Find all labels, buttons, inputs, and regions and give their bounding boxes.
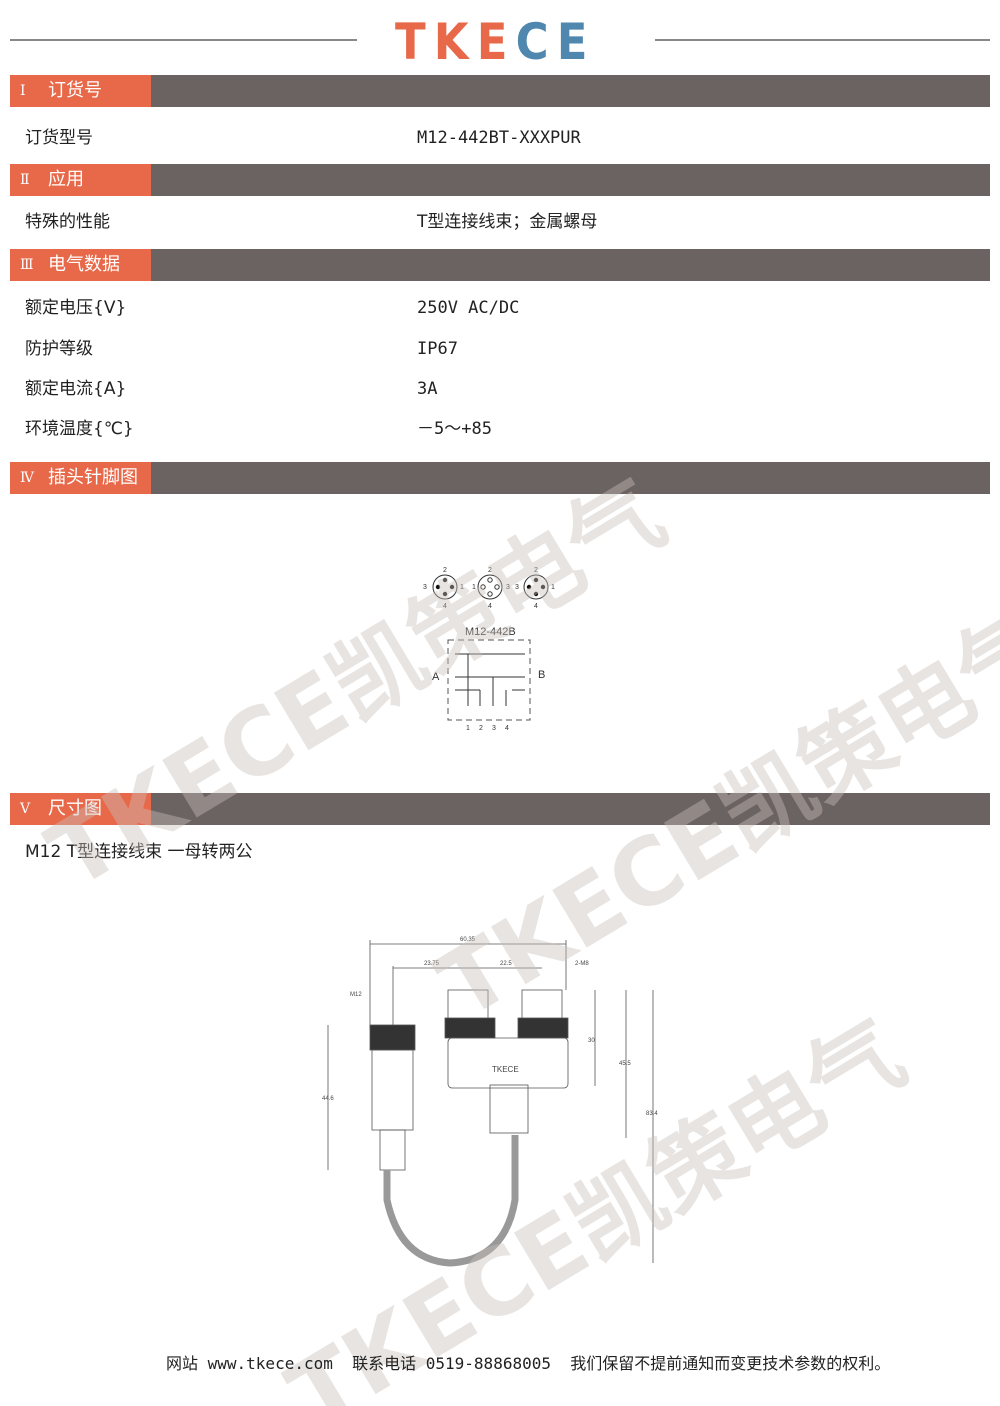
svg-text:1: 1 bbox=[466, 725, 470, 732]
svg-text:4: 4 bbox=[505, 725, 509, 732]
svg-text:M12: M12 bbox=[350, 992, 362, 998]
order-key: 订货型号 bbox=[25, 128, 93, 148]
svg-text:45.5: 45.5 bbox=[619, 1061, 631, 1067]
svg-text:1: 1 bbox=[551, 584, 555, 591]
svg-text:B: B bbox=[538, 669, 545, 681]
temperature-value: －5～+85 bbox=[417, 419, 492, 439]
svg-text:1: 1 bbox=[472, 584, 476, 591]
voltage-value: 250V AC/DC bbox=[417, 298, 520, 318]
header-rule-right bbox=[655, 39, 990, 41]
application-key: 特殊的性能 bbox=[25, 212, 110, 232]
svg-text:3: 3 bbox=[506, 584, 510, 591]
voltage-key: 额定电压{V} bbox=[25, 298, 127, 318]
brand-logo: TKECE bbox=[395, 13, 596, 71]
svg-text:2: 2 bbox=[443, 567, 447, 574]
connector-face-a bbox=[432, 574, 458, 600]
footer-contact: 网站 www.tkece.com 联系电话 0519-88868005 我们保留… bbox=[166, 1354, 891, 1373]
dimension-drawing: 60.35 23.75 22.5 2-M8 M12 44.6 30 45.5 8… bbox=[322, 937, 658, 1267]
connector-face-b bbox=[523, 574, 549, 600]
svg-text:3: 3 bbox=[423, 584, 427, 591]
svg-text:3: 3 bbox=[492, 725, 496, 732]
svg-text:4: 4 bbox=[488, 603, 492, 610]
header-rule-left bbox=[10, 39, 357, 41]
svg-text:3: 3 bbox=[515, 584, 519, 591]
protection-key: 防护等级 bbox=[25, 339, 93, 359]
svg-text:1: 1 bbox=[460, 584, 464, 591]
connector-face-female bbox=[477, 574, 503, 600]
svg-text:83.4: 83.4 bbox=[646, 1111, 658, 1117]
temperature-key: 环境温度{℃} bbox=[25, 419, 134, 439]
svg-text:60.35: 60.35 bbox=[460, 937, 476, 943]
svg-text:22.5: 22.5 bbox=[500, 961, 512, 967]
svg-text:4: 4 bbox=[534, 603, 538, 610]
pinout-diagram: 2 3 1 4 2 1 3 4 2 3 1 4 M12-442B A B 1 2 3 4 bbox=[423, 567, 555, 732]
svg-text:2-M8: 2-M8 bbox=[575, 961, 589, 967]
current-key: 额定电流{A} bbox=[25, 379, 127, 399]
svg-text:44.6: 44.6 bbox=[322, 1096, 334, 1102]
svg-text:4: 4 bbox=[443, 603, 447, 610]
order-value: M12-442BT-XXXPUR bbox=[417, 128, 581, 148]
svg-text:2: 2 bbox=[479, 725, 483, 732]
dimension-caption: M12 T型连接线束 一母转两公 bbox=[25, 842, 253, 862]
protection-value: IP67 bbox=[417, 339, 458, 359]
pinout-title: M12-442B bbox=[465, 626, 516, 638]
svg-text:23.75: 23.75 bbox=[424, 961, 440, 967]
svg-text:TKECE: TKECE bbox=[492, 1065, 519, 1074]
svg-text:2: 2 bbox=[534, 567, 538, 574]
current-value: 3A bbox=[417, 379, 438, 399]
svg-text:30: 30 bbox=[588, 1038, 595, 1044]
svg-text:A: A bbox=[432, 671, 440, 683]
application-value: T型连接线束；金属螺母 bbox=[417, 212, 598, 232]
svg-text:2: 2 bbox=[488, 567, 492, 574]
